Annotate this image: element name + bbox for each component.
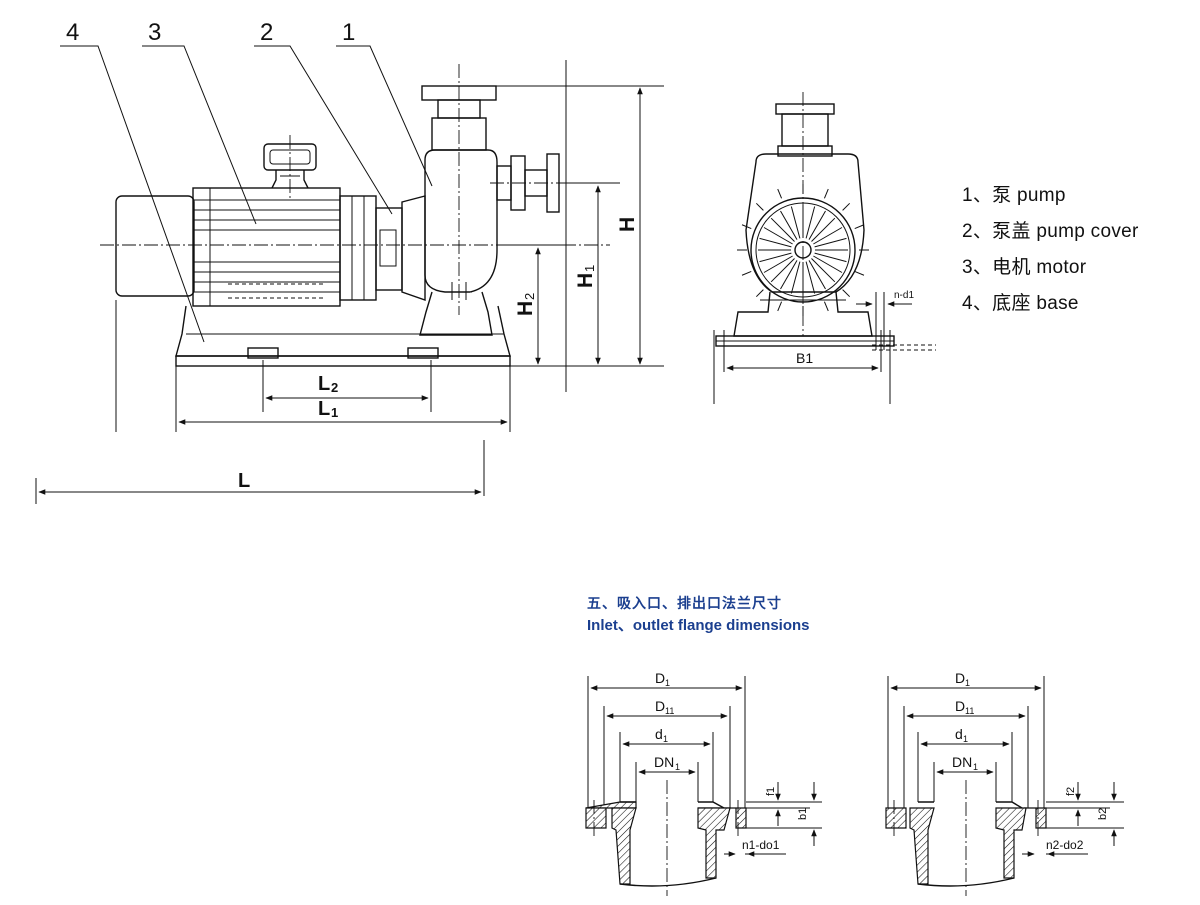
impeller-spoke — [813, 255, 843, 273]
dim-L2-sub: 2 — [331, 380, 338, 395]
svg-text:1: 1 — [965, 678, 970, 688]
impeller-spoke — [763, 227, 793, 245]
pump-casing — [419, 64, 604, 336]
impeller-spoke — [805, 261, 816, 294]
impeller-spoke — [811, 217, 836, 242]
dim-H1-sub: 1 — [582, 265, 597, 272]
outlet-D11: D — [955, 698, 965, 714]
svg-text:1: 1 — [973, 762, 978, 772]
legend-item-motor: 3、电机 motor — [962, 257, 1087, 278]
dim-H2: H — [514, 301, 537, 316]
outlet-holes: n2-do2 — [1046, 838, 1084, 852]
flange-inlet: D 1 D 11 d 1 DN 1 f1 b1 n1-do1 — [585, 670, 822, 896]
outlet-f2: f2 — [1065, 787, 1077, 796]
cooling-fin — [741, 224, 752, 230]
length-dimensions: L 2 L 1 L — [35, 300, 511, 504]
callout-2: 2 — [260, 19, 273, 46]
callout-1: 1 — [342, 19, 355, 46]
cooling-fin — [755, 202, 764, 211]
pump-cover — [401, 195, 426, 301]
inlet-D1: D — [655, 670, 665, 686]
svg-text:1: 1 — [665, 678, 670, 688]
impeller-spoke — [763, 255, 793, 273]
flange-heading-en: Inlet、outlet flange dimensions — [587, 617, 810, 634]
outlet-D1: D — [955, 670, 965, 686]
cooling-fin — [777, 301, 783, 312]
dim-H1: H — [574, 273, 597, 288]
inlet-D11: D — [655, 698, 665, 714]
cooling-fin — [823, 301, 829, 312]
inlet-d1: d — [655, 726, 663, 742]
cooling-fin — [741, 270, 752, 276]
side-view: 4 3 2 1 H H 1 H 2 — [35, 19, 664, 504]
dim-n-d1: n-d1 — [894, 290, 914, 301]
inlet-f1: f1 — [765, 787, 777, 796]
outlet-DN1: DN — [952, 754, 972, 770]
callout-3: 3 — [148, 19, 161, 46]
cooling-fin — [842, 289, 851, 298]
legend-item-base: 4、底座 base — [962, 293, 1079, 314]
impeller-spoke — [805, 206, 816, 239]
callout-4: 4 — [66, 19, 79, 46]
inlet-b1: b1 — [797, 808, 809, 820]
front-view: B1 n-d1 — [713, 92, 936, 404]
cooling-fin — [755, 289, 764, 298]
legend-item-pump-cover: 2、泵盖 pump cover — [962, 221, 1139, 242]
impeller-spoke — [790, 261, 801, 294]
impeller-spoke — [770, 217, 795, 242]
impeller-spoke — [808, 210, 826, 240]
inlet-holes: n1-do1 — [742, 838, 780, 852]
cooling-fin — [854, 270, 865, 276]
front-impeller — [750, 197, 856, 303]
callouts: 4 3 2 1 — [60, 19, 433, 343]
svg-text:11: 11 — [665, 706, 674, 716]
cooling-fin — [842, 202, 851, 211]
cooling-fin — [777, 188, 783, 199]
impeller-spoke — [790, 206, 801, 239]
impeller-spoke — [808, 260, 826, 290]
height-dimensions: H H 1 H 2 — [496, 60, 664, 392]
flange-heading-cn: 五、吸入口、排出口法兰尺寸 — [587, 596, 782, 612]
flange-outlet: D 1 D 11 d 1 DN 1 f2 b2 n2-do2 — [885, 670, 1124, 896]
cooling-fin — [823, 188, 829, 199]
inlet-DN1: DN — [654, 754, 674, 770]
impeller-spoke — [814, 237, 847, 248]
base — [175, 283, 511, 367]
dim-L: L — [238, 470, 250, 492]
impeller-spoke — [811, 258, 836, 283]
impeller-spoke — [759, 252, 792, 263]
outlet-b2: b2 — [1097, 808, 1109, 820]
impeller-spoke — [770, 258, 795, 283]
svg-text:1: 1 — [963, 734, 968, 744]
svg-text:11: 11 — [965, 706, 974, 716]
impeller-spoke — [814, 252, 847, 263]
impeller-spoke — [780, 210, 798, 240]
motor-flange — [339, 195, 403, 301]
flange-heading: 五、吸入口、排出口法兰尺寸 Inlet、outlet flange dimens… — [587, 593, 810, 635]
impeller-spoke — [813, 227, 843, 245]
impeller-spoke — [759, 237, 792, 248]
impeller-spoke — [780, 260, 798, 290]
dim-H2-sub: 2 — [522, 293, 537, 300]
dim-L2: L — [318, 373, 330, 395]
dim-H: H — [616, 217, 639, 232]
motor-body — [192, 187, 341, 307]
dim-L1-sub: 1 — [331, 405, 338, 420]
parts-legend: 1、泵 pump 2、泵盖 pump cover 3、电机 motor 4、底座… — [962, 178, 1139, 322]
dim-L1: L — [318, 398, 330, 420]
terminal-box — [263, 135, 317, 200]
legend-item-pump: 1、泵 pump — [962, 185, 1066, 206]
dim-B1: B1 — [796, 350, 813, 366]
motor-fan-cover — [115, 195, 195, 297]
svg-text:1: 1 — [675, 762, 680, 772]
svg-text:1: 1 — [663, 734, 668, 744]
outlet-d1: d — [955, 726, 963, 742]
cooling-fin — [854, 224, 865, 230]
